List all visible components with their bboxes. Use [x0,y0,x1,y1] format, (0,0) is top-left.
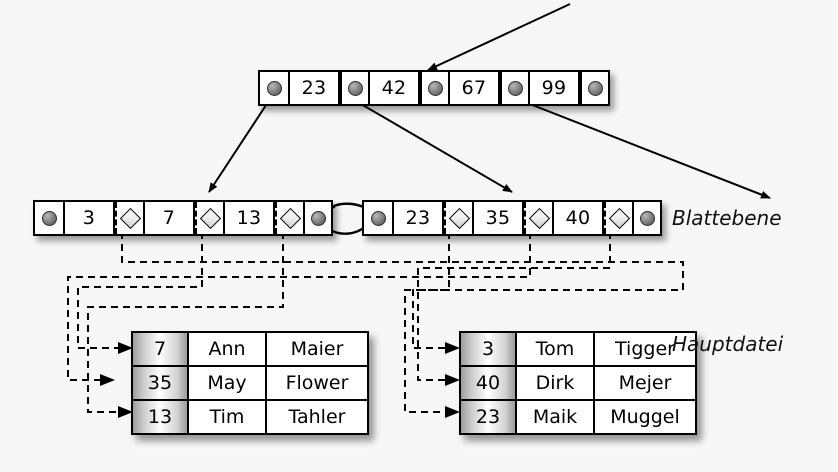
record-lastname-cell: Muggel [595,401,695,433]
record-lastname-cell: Flower [267,367,367,399]
ball-pointer-icon [507,80,523,96]
node-key-label: 3 [82,207,96,229]
node-key-cell[interactable]: 99 [528,72,580,104]
node-key-label: 99 [541,77,567,99]
node-key-label: 13 [236,207,262,229]
node-pointer-cell[interactable] [444,202,472,234]
record-lastname-cell: Mejer [595,367,695,399]
node-pointer-cell[interactable] [524,202,552,234]
record-lastname-cell: Tigger [595,333,695,365]
dash-left-d3-to-row-13 [87,232,284,413]
node-pointer-cell[interactable] [303,202,331,234]
node-pointer-cell[interactable] [364,202,392,234]
dash-left-d2-to-row-7 [77,232,203,349]
ball-pointer-icon [41,210,57,226]
node-pointer-cell[interactable] [275,202,303,234]
node-key-cell[interactable]: 42 [368,72,420,104]
record-lastname-cell: Tahler [267,401,367,433]
node-key-cell[interactable]: 23 [288,72,340,104]
dash-right-d2-to-row-35 [67,232,531,381]
node-pointer-cell[interactable] [115,202,143,234]
caption-blattebene: Blattebene [672,206,782,230]
ball-pointer-icon [639,210,655,226]
record-firstname-cell: Dirk [517,367,595,399]
node-key-label: 67 [461,77,487,99]
node-key-cell[interactable]: 40 [552,202,604,234]
dash-left-d1-to-row-3 [121,232,684,349]
diamond-pointer-icon [199,207,221,229]
node-pointer-cell[interactable] [632,202,660,234]
node-pointer-cell[interactable] [35,202,63,234]
record-key-cell: 35 [133,367,189,399]
ball-pointer-icon [427,80,443,96]
leaf-node-right[interactable]: 23 35 40 [362,200,662,236]
node-key-label: 40 [565,207,591,229]
root-index-node[interactable]: 23 42 67 99 [258,70,610,106]
record-key-cell: 23 [461,401,517,433]
diamond-pointer-icon [119,207,141,229]
leaf-node-left[interactable]: 3 7 13 [33,200,333,236]
diamond-pointer-icon [279,207,301,229]
arrow-into-root [427,3,571,71]
record-firstname-cell: Maik [517,401,595,433]
node-key-cell[interactable]: 35 [472,202,524,234]
diamond-pointer-icon [448,207,470,229]
node-key-label: 42 [381,77,407,99]
arrow-root-to-left-leaf [208,95,273,193]
record-key-cell: 40 [461,367,517,399]
record-firstname-cell: Tim [189,401,267,433]
record-firstname-cell: Tom [517,333,595,365]
node-key-label: 23 [301,77,327,99]
record-firstname-cell: Ann [189,333,267,365]
record-key-cell: 3 [461,333,517,365]
node-pointer-cell[interactable] [340,72,368,104]
caption-hauptdatei: Hauptdatei [672,332,784,356]
node-pointer-cell[interactable] [195,202,223,234]
node-key-cell[interactable]: 23 [392,202,444,234]
node-pointer-cell[interactable] [420,72,448,104]
node-key-label: 7 [162,207,176,229]
node-key-cell[interactable]: 3 [63,202,115,234]
record-key-cell: 13 [133,401,189,433]
node-key-cell[interactable]: 13 [223,202,275,234]
record-lastname-cell: Maier [267,333,367,365]
diamond-pointer-icon [608,207,630,229]
dash-right-d3-to-row-40 [417,232,611,381]
node-key-cell[interactable]: 67 [448,72,500,104]
diamond-pointer-icon [528,207,550,229]
ball-pointer-icon [310,210,326,226]
ball-pointer-icon [587,80,603,96]
record-firstname-cell: May [189,367,267,399]
node-pointer-cell[interactable] [500,72,528,104]
node-key-cell[interactable]: 7 [143,202,195,234]
node-pointer-cell[interactable] [260,72,288,104]
node-pointer-cell[interactable] [580,72,608,104]
dash-right-d1-to-row-23 [404,232,455,413]
node-key-label: 23 [405,207,431,229]
node-pointer-cell[interactable] [604,202,632,234]
ball-pointer-icon [266,80,282,96]
record-key-cell: 7 [133,333,189,365]
ball-pointer-icon [347,80,363,96]
ball-pointer-icon [370,210,386,226]
node-key-label: 35 [485,207,511,229]
arrow-root-to-right-outside [511,96,771,199]
arrow-root-to-right-leaf [348,96,513,193]
